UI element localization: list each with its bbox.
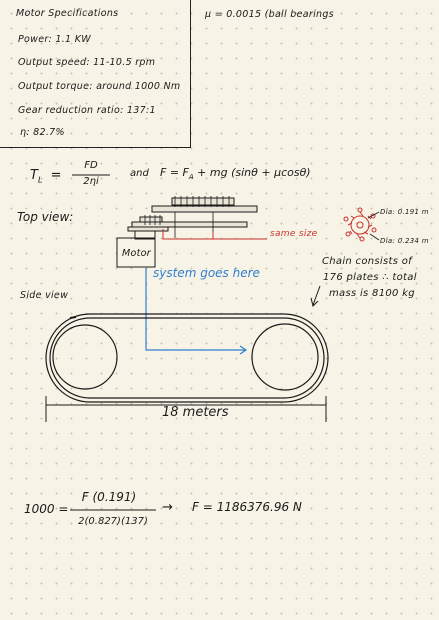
chain-note-3: mass is 8100 kg <box>329 288 415 299</box>
friction-note: μ = 0.0015 (ball bearings <box>205 9 334 20</box>
gear-train <box>127 197 258 232</box>
length-dimension <box>45 396 327 422</box>
top-view-label: Top view: <box>17 210 74 224</box>
calc-arrow: → <box>162 500 173 515</box>
spec-torque: Output torque: around 1000 Nm <box>18 81 181 92</box>
conveyor-side-view <box>45 313 329 403</box>
calc-numerator: F (0.191) <box>81 490 137 504</box>
same-size-label: same size <box>270 229 318 239</box>
dia-large-pointer <box>369 233 380 241</box>
formula-numerator: FD <box>84 160 98 171</box>
chain-note-arrow <box>310 285 321 307</box>
formula-denominator: 2ηi <box>83 176 99 187</box>
spec-power: Power: 1.1 KW <box>18 34 91 45</box>
motor-box <box>116 237 156 268</box>
sprocket-icon <box>343 207 377 242</box>
length-label: 18 meters <box>162 405 229 420</box>
spec-ratio: Gear reduction ratio: 137:1 <box>18 105 156 116</box>
specs-heading: Motor Specifications <box>16 8 119 19</box>
formula-force: F = FA + mg (sinθ + μcosθ) <box>160 166 311 182</box>
dia-large-label: Dia: 0.234 m <box>380 237 429 245</box>
system-arrow <box>145 268 248 355</box>
calc-lhs: 1000 = <box>24 502 69 516</box>
spec-speed: Output speed: 11-10.5 rpm <box>18 57 156 68</box>
conveyor-mark <box>69 316 77 319</box>
calc-result: F = 1186376.96 N <box>192 500 302 514</box>
dia-small-label: Dia: 0.191 m <box>380 208 429 216</box>
formula-lhs: TL = <box>30 168 62 185</box>
chain-note-2: 176 plates ∴ total <box>323 272 417 283</box>
system-label: system goes here <box>153 266 260 280</box>
spec-efficiency: η: 82.7% <box>20 127 65 138</box>
formula-and: and <box>130 168 149 179</box>
same-size-indicator <box>162 229 267 240</box>
side-view-label: Side view <box>20 290 69 301</box>
motor-label: Motor <box>122 248 151 259</box>
calc-denominator: 2(0.827)(137) <box>78 516 148 527</box>
dia-small-pointer <box>367 211 380 219</box>
chain-note-1: Chain consists of <box>322 256 412 267</box>
specs-box <box>0 0 191 148</box>
